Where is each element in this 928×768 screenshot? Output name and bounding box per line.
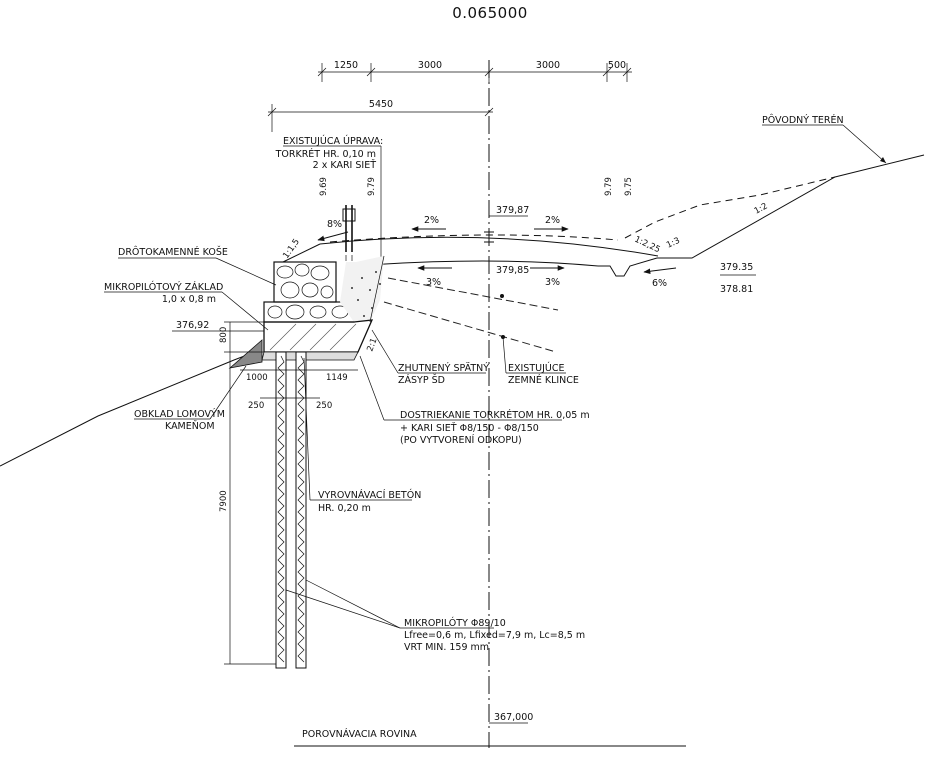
- elevation-378-81: 378.81: [720, 284, 753, 295]
- dim-250-left: 250: [248, 401, 264, 411]
- road-surface: [282, 231, 659, 277]
- dim-5450: 5450: [369, 99, 393, 110]
- backfill-label-2: ZÁSYP ŠD: [398, 374, 445, 386]
- right-callouts: ZHUTNENÝ SPÄTNÝ ZÁSYP ŠD EXISTUJÚCE ZEMN…: [285, 329, 590, 653]
- slope-3-percent-left: 3%: [426, 277, 441, 288]
- dim-250-right: 250: [316, 401, 332, 411]
- dim-3000-left: 3000: [418, 60, 442, 71]
- existing-treatment-title: EXISTUJÚCA ÚPRAVA:: [283, 135, 383, 147]
- leveling-concrete-label-2: HR. 0,20 m: [318, 503, 371, 514]
- top-dimension-chain: 1250 3000 3000 500 5450: [267, 60, 632, 132]
- elevation-379-35: 379.35: [720, 262, 753, 273]
- stone-facing-label-2: KAMEŇOM: [165, 421, 215, 432]
- micropile-base-label: MIKROPILÓTOVÝ ZÁKLAD: [104, 281, 223, 293]
- dim-800: 800: [219, 327, 229, 343]
- datum-plane: POROVNÁVACIA ROVINA: [294, 728, 686, 747]
- micropiles: [275, 351, 307, 669]
- existing-soil-nails: [383, 277, 559, 353]
- soil-nails-label-2: ZEMNÉ KLINCE: [508, 374, 579, 386]
- existing-treatment-callout: EXISTUJÚCA ÚPRAVA: TORKRÉT HR. 0,10 m 2 …: [275, 135, 383, 258]
- backfill-label-1: ZHUTNENÝ SPÄTNÝ: [398, 362, 489, 374]
- slope-2-percent-right: 2%: [545, 215, 560, 226]
- elevation-labels: 379,87 379,85 379.35 378.81 376,92 367,0…: [172, 205, 756, 724]
- shotcrete-label-2: + KARI SIEŤ Φ8/150 - Φ8/150: [400, 423, 539, 434]
- gabions-label: DRÔTOKAMENNÉ KOŠE: [118, 246, 228, 258]
- gabion-baskets: [263, 261, 355, 323]
- micropiles-label-1: MIKROPILÓTY Φ89/10: [404, 617, 506, 629]
- elevation-367-000: 367,000: [494, 712, 533, 723]
- dim-1250: 1250: [334, 60, 358, 71]
- elevation-379-85: 379,85: [496, 265, 529, 276]
- slope-2-percent-left: 2%: [424, 215, 439, 226]
- vertical-number-979-right: 9.79: [604, 177, 614, 196]
- shotcrete-label-3: (PO VYTVORENÍ ODKOPU): [400, 434, 522, 446]
- vertical-number-975: 9.75: [624, 177, 634, 196]
- micropiles-label-2: Lfree=0,6 m, Lfixed=7,9 m, Lc=8,5 m: [404, 630, 585, 641]
- slope-ratio-2-1: 2:1: [365, 337, 379, 353]
- slope-ratio-1-3: 1:3: [665, 236, 682, 251]
- slope-6-percent: 6%: [652, 278, 667, 289]
- dim-1149: 1149: [326, 373, 348, 383]
- slope-3-percent-right: 3%: [545, 277, 560, 288]
- dim-7900: 7900: [219, 490, 229, 512]
- dim-500: 500: [608, 60, 626, 71]
- leveling-concrete-label-1: VYROVNÁVACÍ BETÓN: [318, 489, 421, 501]
- slope-8-percent: 8%: [327, 219, 342, 230]
- compacted-backfill: [340, 255, 385, 323]
- shotcrete-label-1: DOSTRIEKANIE TORKRÉTOM HR. 0,05 m: [400, 409, 590, 421]
- left-callouts: DRÔTOKAMENNÉ KOŠE MIKROPILÓTOVÝ ZÁKLAD 1…: [104, 246, 277, 432]
- dim-3000-right: 3000: [536, 60, 560, 71]
- stone-facing-label-1: OBKLAD LOMOVÝM: [134, 408, 225, 420]
- existing-treatment-line2: 2 x KARI SIEŤ: [313, 160, 377, 171]
- slope-ratio-1-1-5: 1:1,5: [281, 237, 302, 261]
- datum-plane-label: POROVNÁVACIA ROVINA: [302, 728, 417, 740]
- elevation-376-92: 376,92: [176, 320, 209, 331]
- left-dimensions: 800 7900 1000 1149 250 250: [219, 321, 358, 665]
- vertical-number-969: 9.69: [319, 177, 329, 196]
- soil-nails-label-1: EXISTUJÚCE: [508, 362, 565, 374]
- elevation-379-87: 379,87: [496, 205, 529, 216]
- original-terrain-label: PÔVODNÝ TERÉN: [762, 114, 844, 126]
- original-terrain: PÔVODNÝ TERÉN: [0, 114, 925, 467]
- vertical-number-979-left: 9.79: [367, 177, 377, 196]
- existing-treatment-line1: TORKRÉT HR. 0,10 m: [275, 148, 376, 160]
- drawing-title: 0.065000: [452, 4, 528, 22]
- dim-1000: 1000: [246, 373, 268, 383]
- micropiles-label-3: VRT MIN. 159 mm: [404, 642, 489, 653]
- micropile-base-dim: 1,0 x 0,8 m: [162, 294, 216, 305]
- slope-ratio-1-2: 1:2: [753, 201, 770, 216]
